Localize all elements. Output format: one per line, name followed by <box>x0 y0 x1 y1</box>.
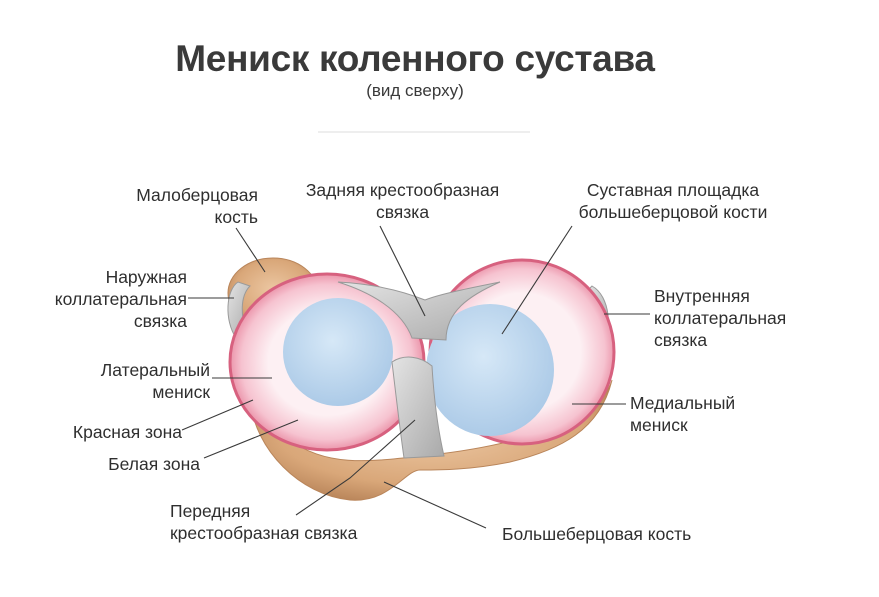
leader-posterior-cruciate <box>379 225 426 317</box>
posterior-cruciate-shape <box>337 281 501 341</box>
label-lateral-collateral: Наружная коллатеральная связка <box>54 267 187 331</box>
label-white-zone: Белая зона <box>108 454 200 474</box>
leader-red-zone <box>181 399 254 431</box>
leader-white-zone <box>203 419 299 459</box>
label-medial-meniscus: Медиальный мениск <box>630 393 736 435</box>
medial-plateau-shape <box>426 304 554 436</box>
diagram-title: Мениск коленного сустава <box>175 38 655 79</box>
label-medial-collateral: Внутренняя коллатеральная связка <box>654 286 787 350</box>
tibia-shape <box>249 379 613 501</box>
label-posterior-cruciate: Задняя крестообразная связка <box>305 180 500 222</box>
leader-anterior-cruciate <box>295 419 416 516</box>
leader-tibial-plateau <box>501 225 573 335</box>
diagram-subtitle: (вид сверху) <box>366 81 464 100</box>
label-lateral-meniscus: Латеральный мениск <box>100 360 210 402</box>
label-red-zone: Красная зона <box>72 422 182 442</box>
leader-fibula <box>235 227 266 273</box>
label-fibula: Малоберцовая кость <box>136 185 258 227</box>
lateral-plateau-shape <box>283 298 393 406</box>
label-tibial-plateau: Суставная площадка большеберцовой кости <box>578 180 768 222</box>
leader-tibia <box>383 481 487 529</box>
label-anterior-cruciate: Передняя крестообразная связка <box>170 501 358 543</box>
anterior-cruciate-shape <box>391 356 445 459</box>
leader-lines <box>181 225 650 529</box>
label-tibia: Большеберцовая кость <box>502 524 692 544</box>
